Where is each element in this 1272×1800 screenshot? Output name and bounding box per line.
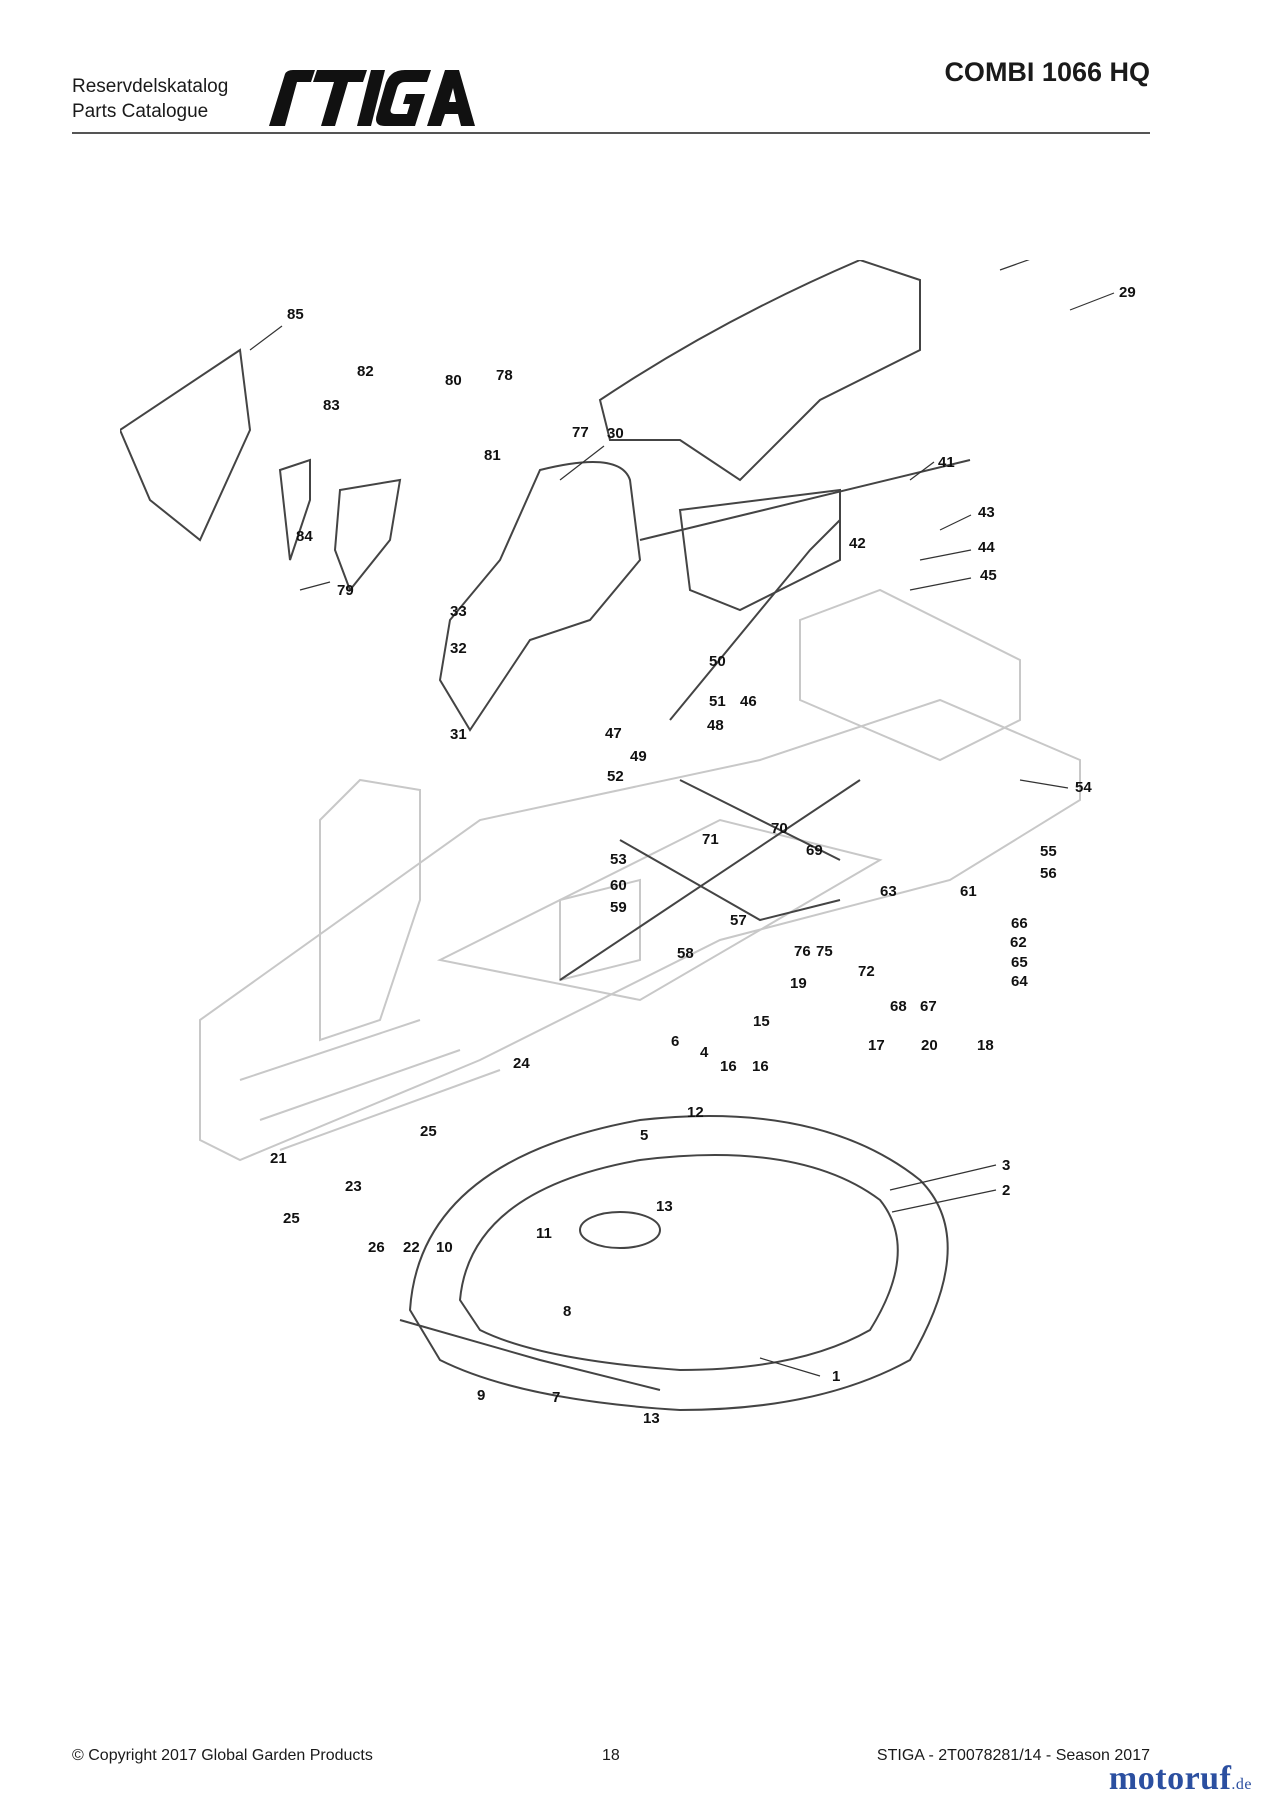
part-label: 23 — [345, 1178, 362, 1195]
part-label: 2 — [1002, 1182, 1010, 1199]
part-label: 30 — [607, 425, 624, 442]
part-label: 7 — [552, 1389, 560, 1406]
model-name: COMBI 1066 HQ — [944, 57, 1150, 87]
part-label: 1 — [832, 1368, 840, 1385]
part-label: 15 — [753, 1013, 770, 1030]
exploded-parts-diagram: 1 2 3 4 5 6 7 8 9 10 11 12 13 13 15 16 1… — [120, 260, 1136, 1427]
part-label: 24 — [513, 1055, 530, 1072]
part-label: 6 — [671, 1033, 679, 1050]
lever-linkage — [559, 459, 971, 981]
part-label: 85 — [287, 306, 304, 323]
part-label: 25 — [283, 1210, 300, 1227]
part-label: 9 — [477, 1387, 485, 1404]
part-label: 42 — [849, 535, 866, 552]
part-label: 65 — [1011, 954, 1028, 971]
part-label: 11 — [536, 1225, 552, 1242]
part-label-group: 1 2 3 4 5 6 7 8 9 10 11 12 13 13 15 16 1… — [270, 284, 1136, 1427]
part-label: 50 — [709, 653, 726, 670]
part-label: 69 — [806, 842, 823, 859]
part-label: 29 — [1119, 284, 1136, 301]
part-label: 16 — [720, 1058, 737, 1075]
part-label: 80 — [445, 372, 462, 389]
part-label: 25 — [420, 1123, 437, 1140]
mower-deck — [399, 1115, 949, 1412]
watermark-tld: .de — [1231, 1776, 1252, 1793]
part-label: 8 — [563, 1303, 571, 1320]
part-label: 56 — [1040, 865, 1057, 882]
part-label: 57 — [730, 912, 747, 929]
part-label: 75 — [816, 943, 833, 960]
part-label: 20 — [921, 1037, 938, 1054]
chassis-frame — [199, 588, 1081, 1162]
part-label: 55 — [1040, 843, 1057, 860]
part-label: 77 — [572, 424, 589, 441]
part-label: 10 — [436, 1239, 453, 1256]
catalogue-title-en: Parts Catalogue — [72, 101, 209, 122]
part-label: 33 — [450, 603, 467, 620]
part-label: 32 — [450, 640, 467, 657]
part-label: 49 — [630, 748, 647, 765]
part-label: 67 — [920, 998, 937, 1015]
part-label: 12 — [687, 1104, 704, 1121]
part-label: 68 — [890, 998, 907, 1015]
part-label: 82 — [357, 363, 374, 380]
part-label: 16 — [752, 1058, 769, 1075]
part-label: 79 — [337, 582, 354, 599]
part-label: 13 — [656, 1198, 673, 1215]
part-label: 61 — [960, 883, 977, 900]
part-label: 45 — [980, 567, 997, 584]
part-label: 66 — [1011, 915, 1028, 932]
stiga-logo — [269, 70, 475, 126]
header-rule — [72, 132, 1150, 134]
part-label: 54 — [1075, 779, 1092, 796]
part-label: 60 — [610, 877, 627, 894]
footer-catalogue-code: STIGA - 2T0078281/14 - Season 2017 — [876, 1747, 1150, 1764]
part-label: 70 — [771, 820, 788, 837]
part-label: 46 — [740, 693, 757, 710]
part-label: 48 — [707, 717, 724, 734]
catalogue-title-sv: Reservdelskatalog — [72, 76, 229, 97]
part-label: 64 — [1011, 973, 1028, 990]
part-label: 71 — [702, 831, 719, 848]
part-label: 19 — [790, 975, 807, 992]
leader-lines — [249, 260, 1115, 1377]
part-label: 43 — [978, 504, 995, 521]
part-label: 31 — [450, 726, 467, 743]
part-label: 41 — [938, 454, 955, 471]
part-label: 53 — [610, 851, 627, 868]
part-label: 21 — [270, 1150, 287, 1167]
part-label: 18 — [977, 1037, 994, 1054]
part-label: 3 — [1002, 1157, 1010, 1174]
part-label: 81 — [484, 447, 501, 464]
part-label: 44 — [978, 539, 995, 556]
footer-copyright: © Copyright 2017 Global Garden Products — [72, 1747, 373, 1764]
part-label: 84 — [296, 528, 313, 545]
part-label: 83 — [323, 397, 340, 414]
catalogue-title: Reservdelskatalog Parts Catalogue — [72, 74, 228, 124]
part-label: 63 — [880, 883, 897, 900]
part-label: 51 — [709, 693, 726, 710]
part-label: 26 — [368, 1239, 385, 1256]
part-label: 72 — [858, 963, 875, 980]
part-label: 5 — [640, 1127, 648, 1144]
part-label: 47 — [605, 725, 622, 742]
motoruf-watermark: motoruf.de — [1109, 1760, 1252, 1798]
part-label: 13 — [643, 1410, 660, 1427]
grass-chute — [120, 260, 921, 732]
part-label: 22 — [403, 1239, 420, 1256]
part-label: 76 — [794, 943, 811, 960]
watermark-name: motoruf — [1108, 1760, 1232, 1797]
part-label: 59 — [610, 899, 627, 916]
part-label: 4 — [700, 1044, 709, 1061]
part-label: 52 — [607, 768, 624, 785]
part-label: 62 — [1010, 934, 1027, 951]
part-label: 58 — [677, 945, 694, 962]
part-label: 17 — [868, 1037, 885, 1054]
part-label: 78 — [496, 367, 513, 384]
footer-page-number: 18 — [602, 1747, 620, 1764]
